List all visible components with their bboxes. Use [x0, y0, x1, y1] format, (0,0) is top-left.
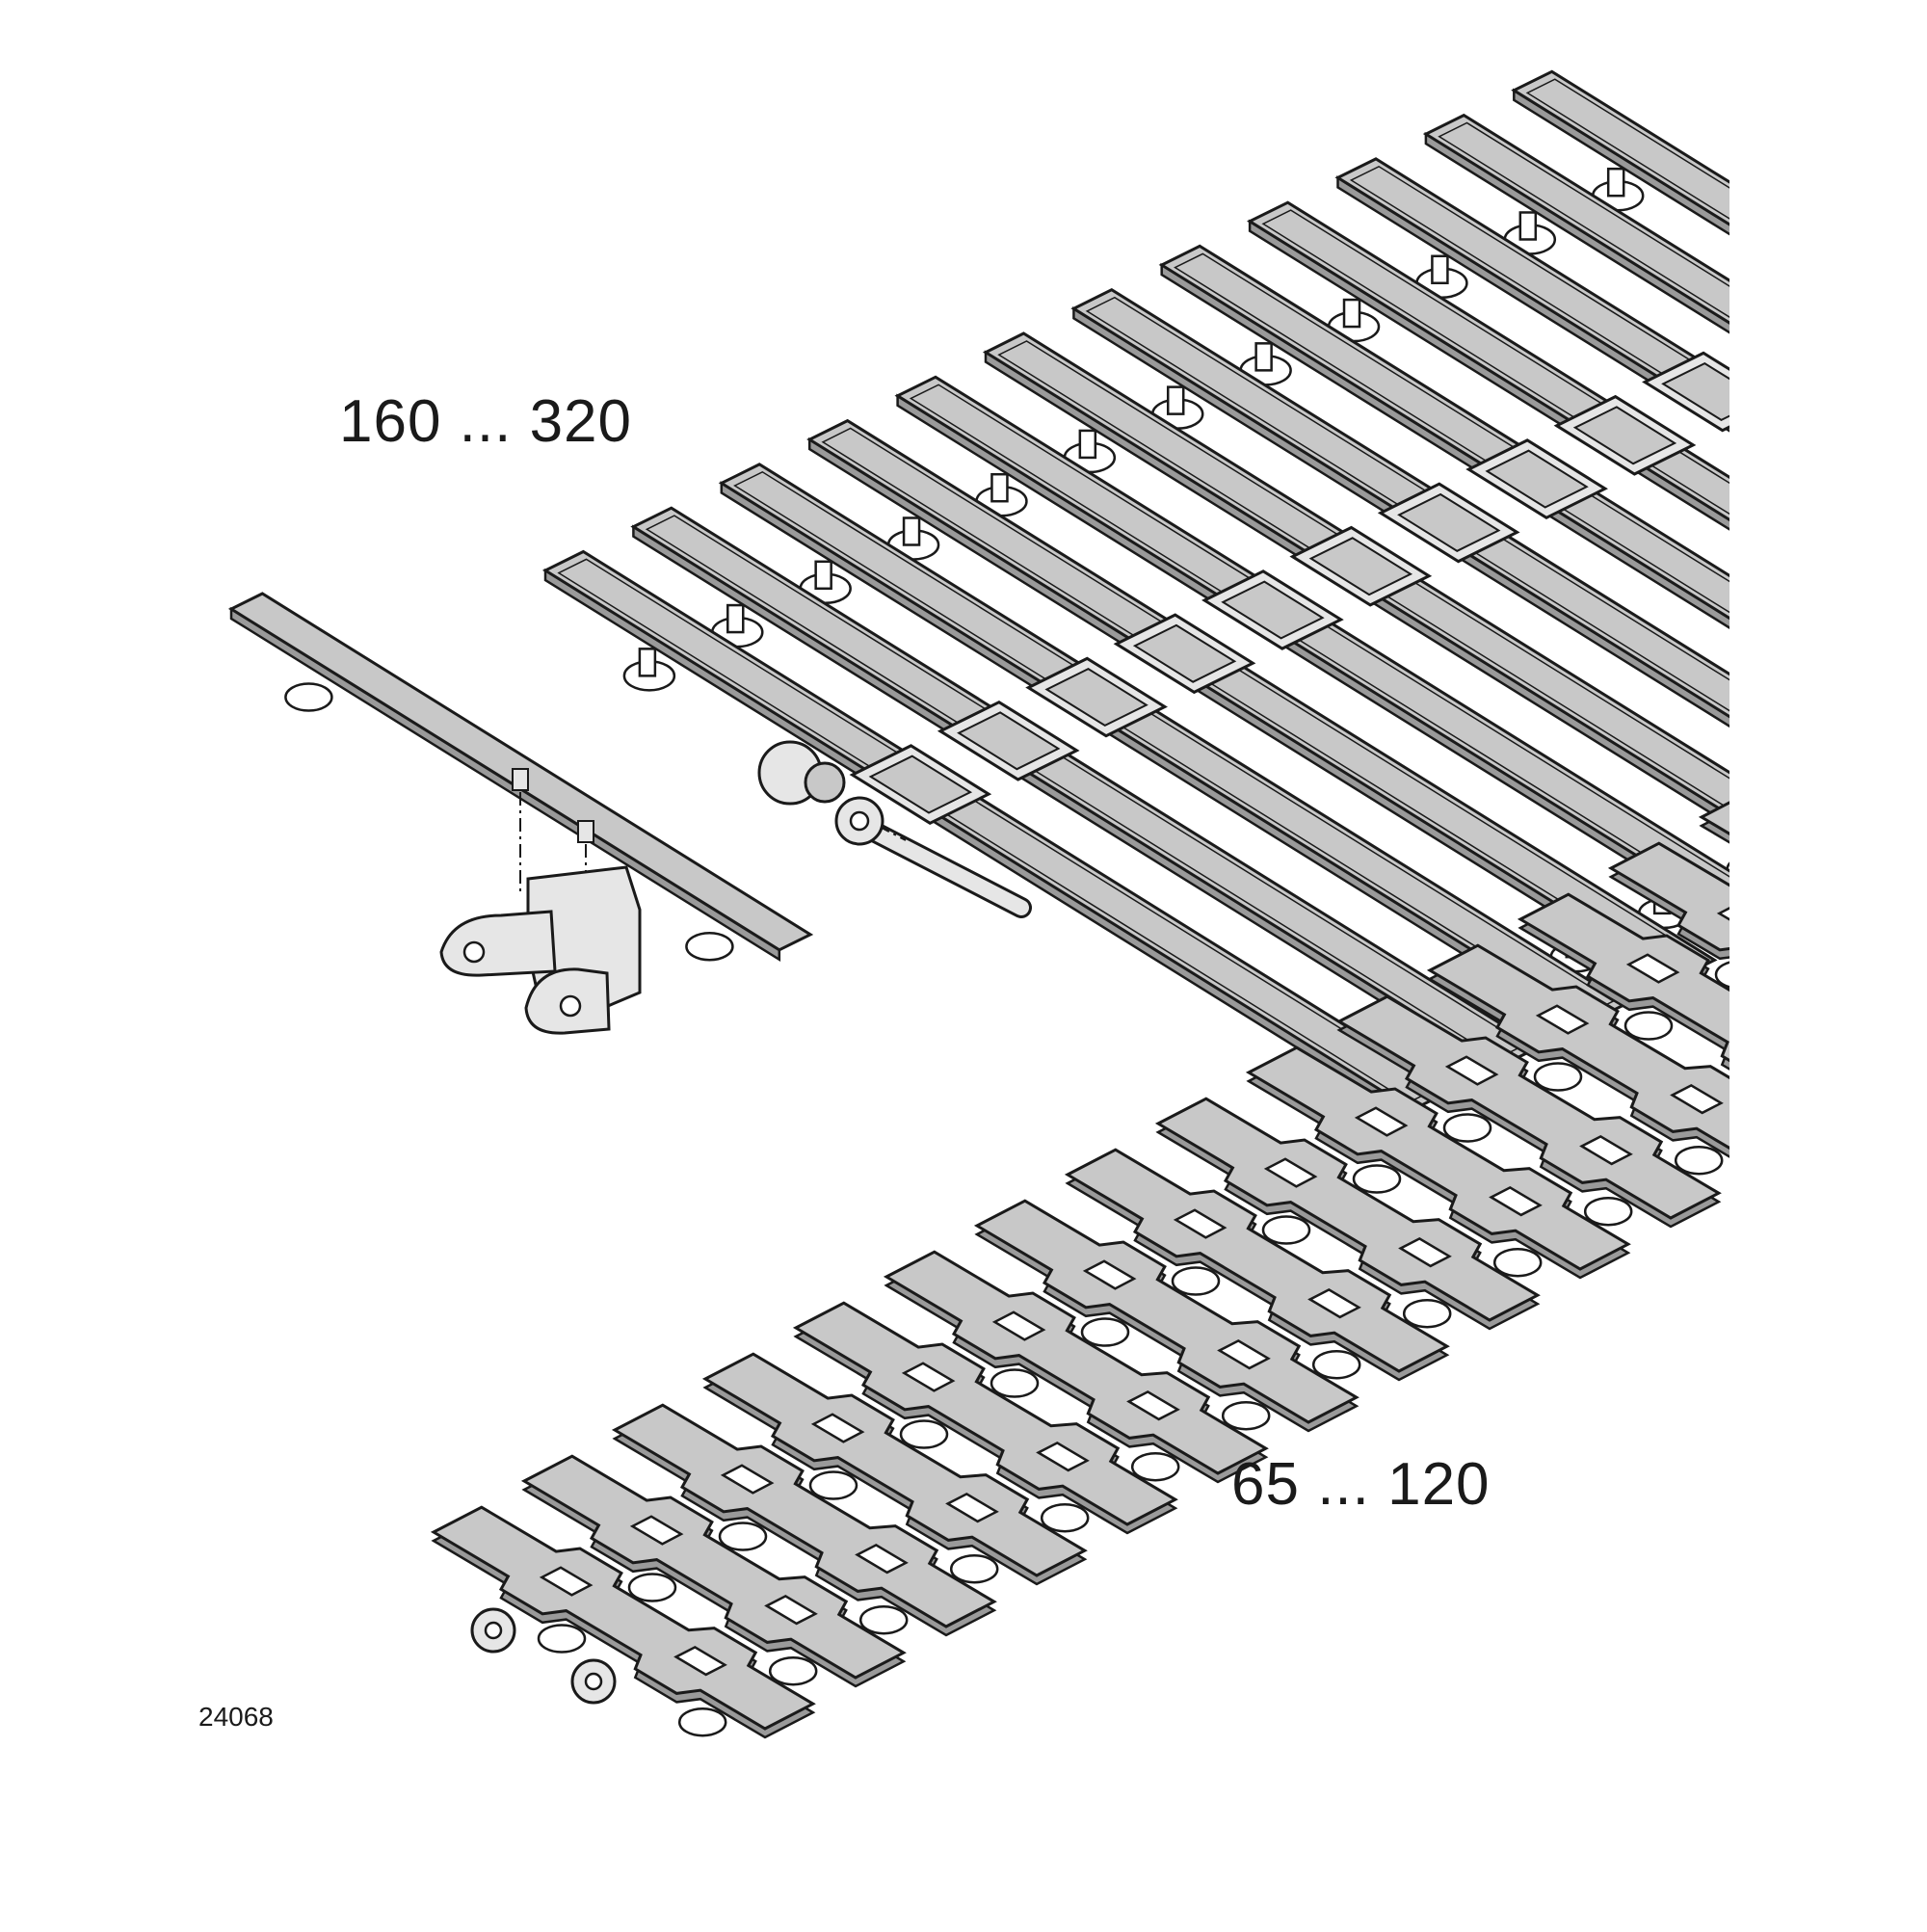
- narrow-chain-link: [1792, 741, 1927, 971]
- link-plate-edge: [1792, 750, 1927, 971]
- slat-top: [1514, 71, 1927, 629]
- link-foot: [860, 1606, 907, 1633]
- link-foot: [1173, 1268, 1219, 1295]
- link-recess: [1854, 983, 1903, 1011]
- slat-link-bracket: [1733, 309, 1870, 386]
- narrow-chain-end-hole: [586, 1674, 601, 1689]
- link-plate-top: [1702, 792, 1927, 1014]
- link-foot: [720, 1523, 766, 1550]
- slat-foot-stem: [1831, 799, 1846, 826]
- slat-foot-stem: [1918, 755, 1927, 782]
- slat-foot: [1815, 811, 1865, 840]
- slat-foot-stem: [640, 648, 655, 675]
- exploded-peg: [513, 769, 528, 790]
- link-foot: [1535, 1064, 1581, 1091]
- slat-foot-stem: [1608, 169, 1623, 196]
- hinge-joint-cap: [805, 763, 844, 802]
- link-foot: [1766, 1096, 1812, 1123]
- link-foot: [1404, 1300, 1450, 1327]
- link-foot: [1354, 1166, 1400, 1193]
- narrow-chain-end-hole: [486, 1623, 501, 1638]
- wide-chain-slat: [1514, 71, 1927, 639]
- slat-foot-stem: [1344, 300, 1359, 327]
- carrier-link-hole: [464, 942, 484, 962]
- slat-foot-stem: [1168, 387, 1183, 414]
- slat-link-bracket: [1821, 266, 1927, 343]
- wide-flat-top-chain: [545, 71, 1927, 1119]
- slat-foot-stem: [1432, 256, 1447, 283]
- link-foot: [810, 1472, 857, 1499]
- slat-foot-stem: [1080, 431, 1095, 458]
- link-foot: [901, 1421, 947, 1448]
- slat-foot-stem: [1256, 343, 1272, 370]
- link-recess: [1809, 853, 1859, 881]
- link-foot: [1263, 1217, 1309, 1244]
- link-foot: [1042, 1504, 1088, 1531]
- drawing-number: 24068: [198, 1702, 274, 1733]
- link-foot: [1857, 1045, 1903, 1072]
- narrow-chain-width-label: 65 ... 120: [1231, 1450, 1491, 1519]
- narrow-link-chain: [434, 741, 1927, 1737]
- slat-edge: [1426, 134, 1927, 683]
- carrier-link-eye-left: [441, 912, 555, 975]
- carrier-link: [441, 867, 640, 1033]
- link-foot: [1676, 1147, 1722, 1174]
- link-plate-edge: [1702, 801, 1927, 1022]
- slat-foot: [1728, 856, 1778, 885]
- wide-chain-width-label: 160 ... 320: [339, 387, 632, 456]
- link-foot: [1444, 1115, 1491, 1142]
- hinge-joint-hole: [851, 812, 868, 830]
- link-foot: [679, 1708, 726, 1735]
- carrier-link-hole: [561, 996, 580, 1016]
- link-recess: [1763, 1034, 1812, 1062]
- slat-foot-stem: [904, 517, 919, 544]
- link-foot: [1082, 1319, 1128, 1346]
- link-foot: [770, 1657, 816, 1684]
- slat-link-recess: [1839, 277, 1927, 333]
- exploded-peg: [578, 821, 594, 842]
- link-plate-top: [1792, 741, 1927, 963]
- link-foot: [1716, 962, 1762, 989]
- link-foot: [1494, 1249, 1541, 1276]
- slat-foot-stem: [816, 562, 832, 589]
- exploded-slat-foot: [686, 933, 732, 960]
- link-foot: [1807, 911, 1853, 938]
- link-foot: [1625, 1013, 1672, 1040]
- exploded-slat-foot: [285, 684, 331, 711]
- slat-foot-stem: [991, 474, 1007, 501]
- slat-foot-stem: [727, 605, 743, 632]
- link-foot: [1897, 860, 1927, 887]
- narrow-chain-link: [1702, 792, 1927, 1022]
- slat-foot-stem: [1743, 843, 1758, 870]
- link-foot: [1132, 1453, 1178, 1480]
- link-foot: [539, 1626, 585, 1653]
- link-recess: [1900, 802, 1927, 830]
- link-foot: [1223, 1402, 1269, 1429]
- slat-foot: [1903, 768, 1927, 797]
- slat-link-recess: [1752, 320, 1851, 377]
- link-foot: [1585, 1198, 1631, 1225]
- slat-foot-stem: [1520, 212, 1536, 239]
- link-foot: [991, 1370, 1038, 1397]
- link-foot: [951, 1555, 997, 1582]
- link-foot: [629, 1575, 675, 1601]
- link-foot: [1313, 1351, 1359, 1378]
